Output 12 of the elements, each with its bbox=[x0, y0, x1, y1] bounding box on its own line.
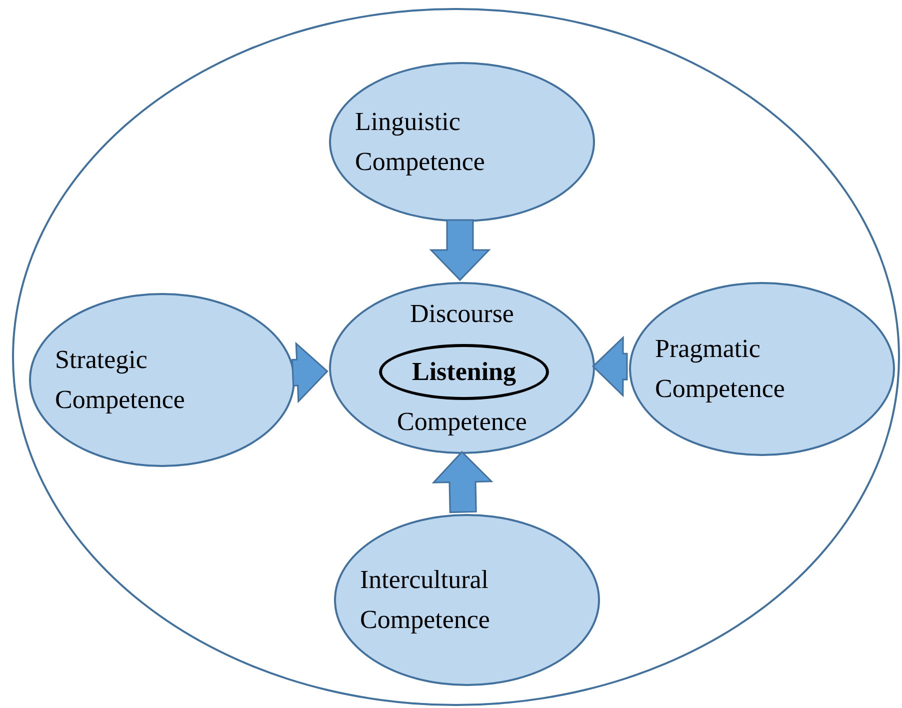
block-arrow bbox=[291, 342, 328, 404]
node-label: Linguistic Competence bbox=[355, 106, 486, 178]
node-label: Listening bbox=[412, 356, 516, 388]
outer-ellipse bbox=[12, 8, 900, 706]
block-arrow bbox=[592, 336, 628, 398]
node-label: Intercultural Competence bbox=[360, 564, 491, 636]
node-label: Pragmatic Competence bbox=[655, 333, 786, 405]
block-arrow bbox=[429, 219, 491, 282]
node-label: Competence bbox=[397, 406, 527, 438]
block-arrow bbox=[432, 450, 494, 514]
node-label: Strategic Competence bbox=[55, 344, 186, 416]
node-label: Discourse bbox=[410, 298, 514, 330]
